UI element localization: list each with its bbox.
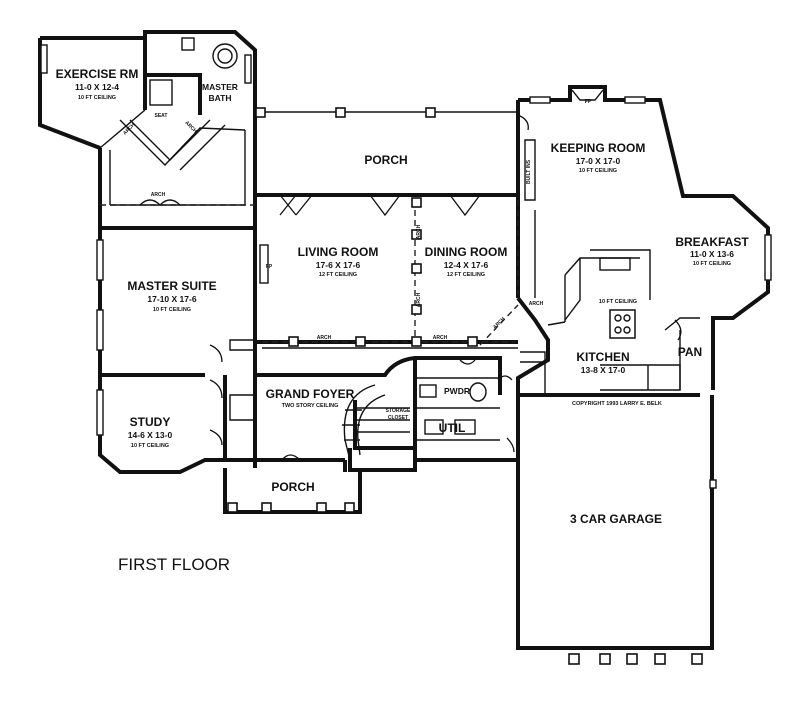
keeping-room-name: KEEPING ROOM <box>551 141 646 155</box>
exercise-room-name: EXERCISE RM <box>56 67 139 81</box>
floor-title: FIRST FLOOR <box>118 555 230 574</box>
master-suite-ceiling: 10 FT CEILING <box>153 307 191 313</box>
storage-closet-line1: STORAGE <box>386 408 411 414</box>
storage-closet-line2: CLOSET <box>388 415 408 421</box>
arch-label: ARCH <box>317 335 332 341</box>
grand-foyer-ceiling: TWO STORY CEILING <box>282 403 339 409</box>
master-suite-name: MASTER SUITE <box>127 279 216 293</box>
master-suite-dims: 17-10 X 17-6 <box>147 294 196 304</box>
garage-name: 3 CAR GARAGE <box>570 512 662 526</box>
fixtures <box>149 37 636 435</box>
doors <box>139 114 682 461</box>
rear-porch-name: PORCH <box>364 153 407 167</box>
exercise-room-dims: 11-0 X 12-4 <box>75 82 119 92</box>
keeping-fireplace-label: FP <box>585 99 592 105</box>
arch-label: ARCH <box>529 301 544 307</box>
keeping-room-dims: 17-0 X 17-0 <box>576 156 621 166</box>
breakfast-dims: 11-0 X 13-6 <box>690 249 734 259</box>
utility-room-name: UTIL <box>439 421 466 435</box>
bath-seat-label: SEAT <box>155 113 168 119</box>
exercise-room-ceiling: 10 FT CEILING <box>78 95 116 101</box>
dining-room-ceiling: 12 FT CEILING <box>447 272 485 278</box>
breakfast-name: BREAKFAST <box>675 235 749 249</box>
living-room-name: LIVING ROOM <box>298 245 379 259</box>
kitchen-name: KITCHEN <box>576 350 629 364</box>
study-dims: 14-6 X 13-0 <box>128 430 173 440</box>
copyright-note: COPYRIGHT 1993 LARRY E. BELK <box>572 401 662 407</box>
interior-lines <box>99 109 700 441</box>
living-fireplace-label: FP <box>266 264 273 270</box>
master-bath-line2: BATH <box>209 93 232 103</box>
front-porch-name: PORCH <box>271 480 314 494</box>
staircase <box>342 384 386 461</box>
arch-label: ARCH <box>416 224 422 239</box>
kitchen-dims: 13-8 X 17-0 <box>581 365 626 375</box>
master-bath-line1: MASTER <box>202 82 238 92</box>
keeping-room-ceiling: 10 FT CEILING <box>579 168 617 174</box>
arch-label: ARCH <box>151 192 166 198</box>
columns <box>227 107 703 665</box>
built-ins-label: BUILT INS <box>526 159 532 184</box>
pantry-name: PAN <box>678 345 702 359</box>
dining-room-name: DINING ROOM <box>425 245 508 259</box>
study-ceiling: 10 FT CEILING <box>131 443 169 449</box>
living-room-dims: 17-6 X 17-6 <box>316 260 361 270</box>
living-room-ceiling: 12 FT CEILING <box>319 272 357 278</box>
study-name: STUDY <box>130 415 171 429</box>
powder-room-name: PWDR <box>444 386 470 396</box>
windows <box>40 44 772 489</box>
grand-foyer-name: GRAND FOYER <box>266 387 355 401</box>
dining-room-dims: 12-4 X 17-6 <box>444 260 489 270</box>
kitchen-ceiling: 10 FT CEILING <box>599 299 637 305</box>
arch-label: ARCH <box>492 316 507 331</box>
arch-label: ARCH <box>416 292 422 307</box>
arch-label: ARCH <box>433 335 448 341</box>
breakfast-ceiling: 10 FT CEILING <box>693 261 731 267</box>
